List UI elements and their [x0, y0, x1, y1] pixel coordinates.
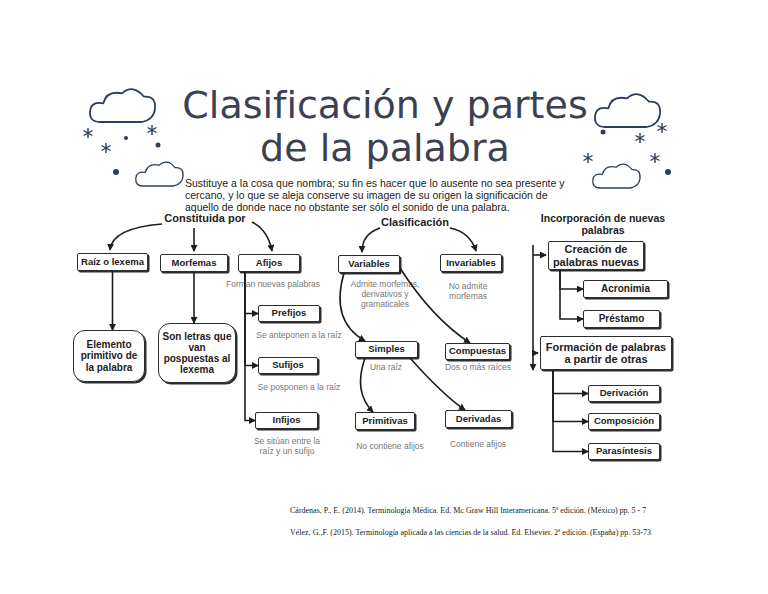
connector-arrow — [245, 272, 255, 421]
box-text: Parasíntesis — [596, 446, 652, 457]
class-box: Invariables — [440, 254, 502, 272]
box-text: Infijos — [273, 415, 301, 426]
box-text: Invariables — [446, 258, 496, 269]
class-box: Derivadas — [445, 410, 512, 428]
process-box: Formación de palabras a partir de otras — [540, 336, 672, 370]
description: No admite morfemas — [441, 281, 495, 301]
process-box: Parasíntesis — [588, 443, 660, 460]
description: Se sitúan entre la raíz y un sufijo — [247, 436, 327, 456]
box-text: Afijos — [256, 258, 282, 269]
connector-arrow — [560, 270, 583, 289]
description: Forman nuevas palabras — [218, 279, 328, 289]
box-text: Son letras que van pospuestas al lexema — [161, 331, 233, 376]
box-text: Morfemas — [172, 258, 217, 269]
part-box: Morfemas — [160, 254, 228, 272]
connector-arrow — [560, 270, 583, 319]
section-heading: Constituida por — [140, 212, 270, 225]
part-box: Afijos — [238, 254, 300, 272]
box-text: Formación de palabras a partir de otras — [543, 341, 669, 366]
box-text: Variables — [348, 259, 390, 270]
description: Se anteponen a la raíz — [250, 330, 348, 340]
description: Se posponen a la raíz — [250, 382, 348, 392]
definition-box: Elemento primitivo de la palabra — [73, 330, 145, 382]
process-box: Derivación — [588, 385, 660, 402]
class-box: Compuestas — [445, 343, 510, 360]
affix-box: Sufijos — [258, 357, 318, 374]
process-box: Composición — [588, 413, 660, 430]
affix-box: Infijos — [255, 412, 318, 429]
box-text: Préstamo — [599, 313, 645, 324]
class-box: Primitivas — [355, 412, 415, 430]
box-text: Composición — [594, 416, 654, 427]
part-box: Raíz o lexema — [77, 253, 148, 271]
class-box: Variables — [338, 255, 400, 273]
connector-arrow — [112, 271, 114, 330]
reference: Cárdenas, P., E. (2014). Terminología Mé… — [290, 506, 730, 516]
description: Admite morfemas, derivativos y gramatica… — [347, 279, 423, 309]
process-box: Acronimia — [583, 280, 668, 298]
box-text: Elemento primitivo de la palabra — [76, 339, 142, 373]
box-text: Sufijos — [272, 360, 304, 371]
definition-box: Son letras que van pospuestas al lexema — [158, 323, 236, 383]
connector-arrow — [553, 370, 588, 422]
box-text: Acronimia — [601, 283, 650, 294]
section-heading: Incorporación de nuevas palabras — [528, 212, 678, 236]
process-box: Préstamo — [583, 310, 660, 328]
box-text: Compuestas — [449, 346, 506, 357]
box-text: Creación de palabras nuevas — [551, 243, 641, 268]
process-box: Creación de palabras nuevas — [548, 241, 644, 270]
connector-arrow — [193, 272, 195, 323]
box-text: Primitivas — [362, 416, 407, 427]
connector-arrow — [245, 272, 258, 314]
box-text: Simples — [368, 344, 404, 355]
description: Dos o más raíces — [438, 362, 518, 372]
connector-arrow — [553, 370, 588, 394]
box-text: Derivación — [600, 388, 649, 399]
description: No contiene afijos — [345, 441, 435, 451]
connector-arrow — [553, 370, 588, 452]
intro-text: Sustituye a la cosa que nombra; su fin e… — [185, 177, 580, 213]
box-text: Prefijos — [272, 308, 307, 319]
section-heading: Clasificación — [365, 216, 465, 229]
reference: Vélez, G.,F. (2015). Terminología aplica… — [290, 528, 730, 538]
box-text: Derivadas — [456, 414, 501, 425]
title: Clasificación y partes de la palabra — [175, 84, 595, 170]
description: Una raíz — [361, 362, 411, 372]
description: Contiene afijos — [436, 439, 520, 449]
affix-box: Prefijos — [258, 305, 320, 322]
box-text: Raíz o lexema — [81, 257, 144, 268]
class-box: Simples — [355, 341, 418, 358]
